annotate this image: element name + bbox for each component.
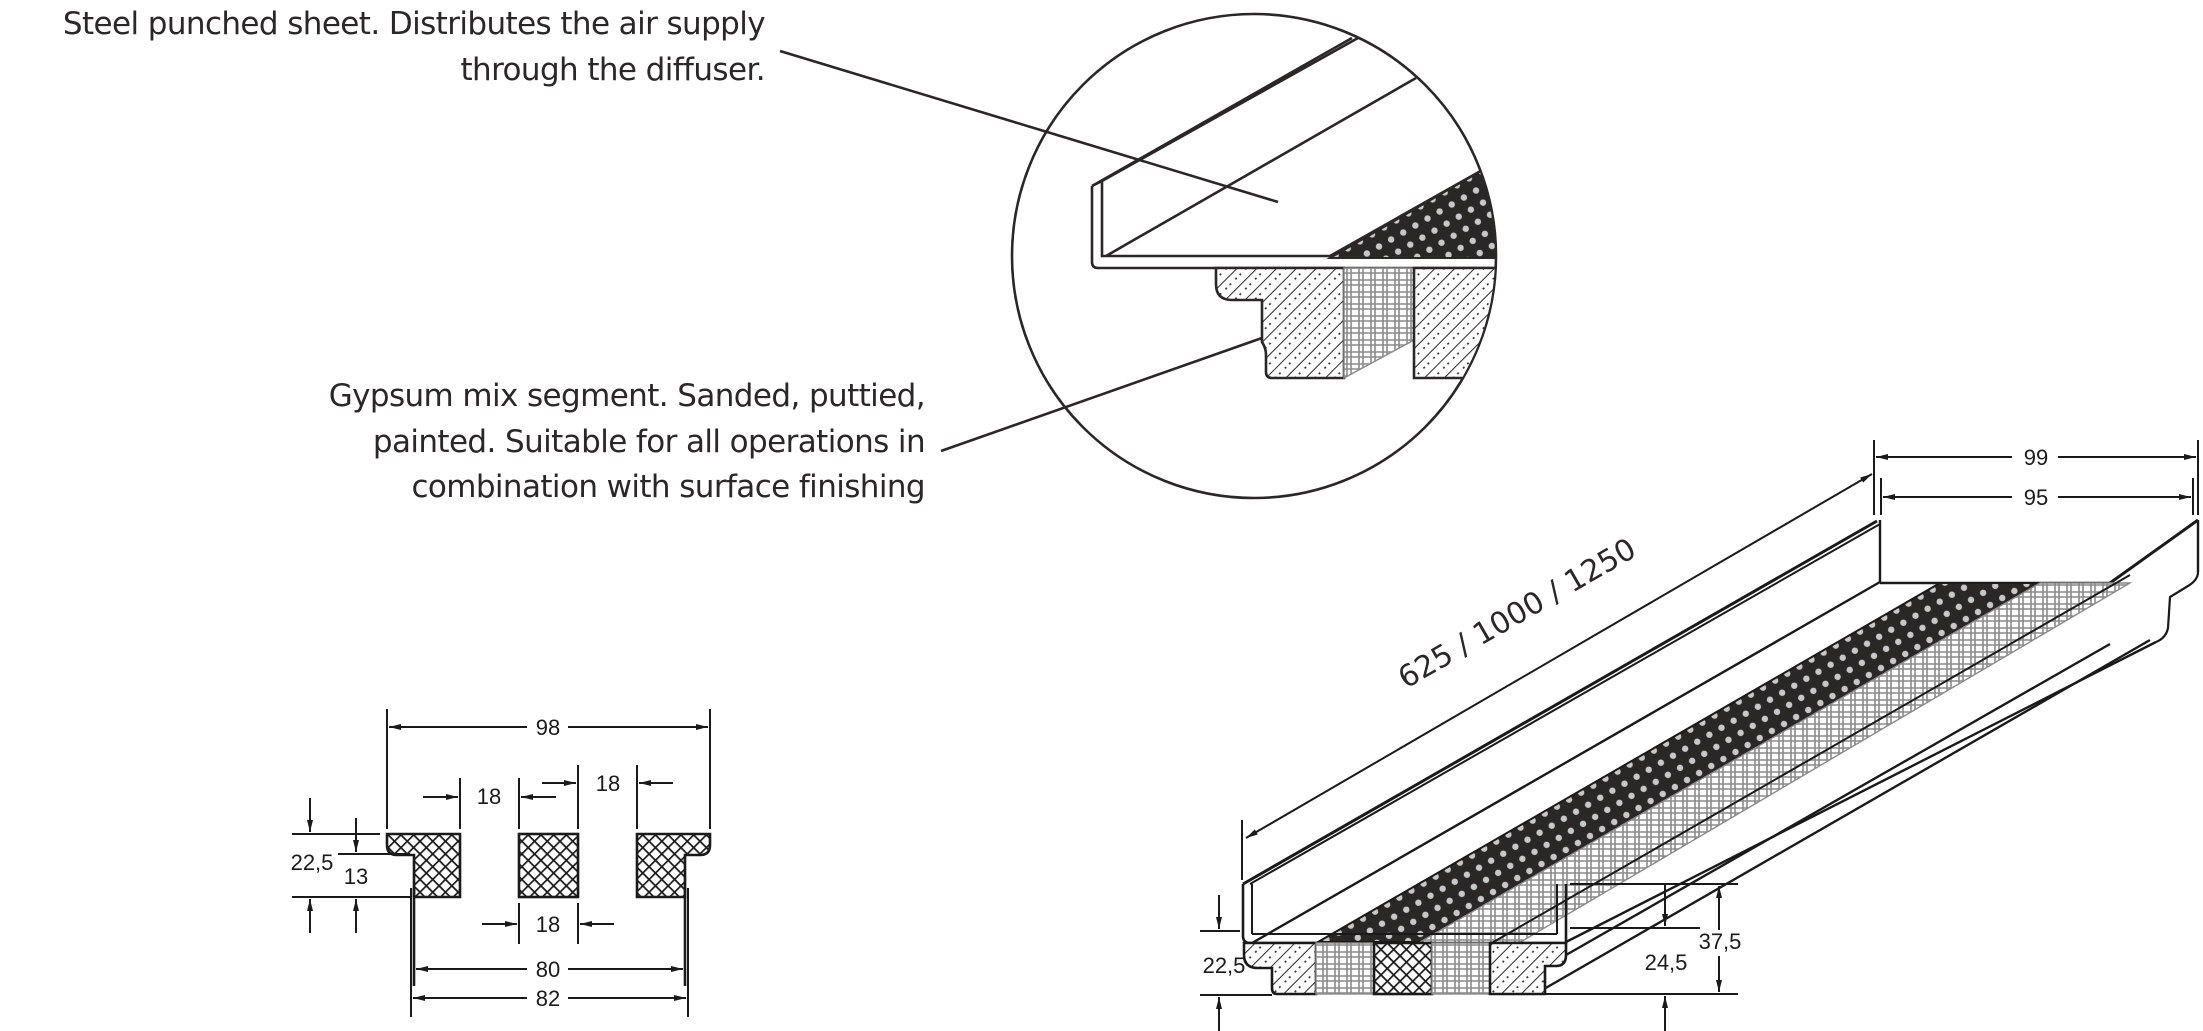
steel-sheet-leader-line (779, 49, 1279, 204)
steel-sheet-callout-line2: through the diffuser. (460, 51, 765, 88)
dim-flange-height: 13 (344, 864, 368, 889)
dim-overall-width: 98 (536, 715, 560, 740)
front-gypsum-right (1488, 941, 1568, 996)
dim-opening-right: 18 (596, 771, 620, 796)
profile-right (635, 832, 712, 899)
dim-iso-inner-width: 95 (2024, 485, 2048, 510)
dim-inner-width: 80 (536, 957, 560, 982)
cross-section-drawing: 98 18 18 18 80 82 22,5 (291, 709, 712, 1017)
dim-iso-outer-width: 99 (2024, 445, 2048, 470)
gypsum-callout-line2: painted. Suitable for all operations in (372, 423, 926, 460)
dim-length: 625 / 1000 / 1250 (1392, 532, 1642, 696)
dim-iso-segment-height: 22,5 (1203, 953, 1246, 978)
dim-outer-width: 82 (536, 986, 560, 1011)
profile-left (385, 832, 462, 899)
isometric-drawing: 625 / 1000 / 1250 99 95 22,5 24,5 37,5 (1200, 440, 2200, 1031)
dim-iso-channel-depth: 24,5 (1645, 950, 1688, 975)
front-mesh-left (1315, 942, 1375, 995)
dim-center-block: 18 (536, 912, 560, 937)
steel-sheet-callout: Steel punched sheet. Distributes the air… (62, 2, 766, 93)
profile-center (517, 832, 580, 899)
gypsum-callout-line1: Gypsum mix segment. Sanded, puttied, (328, 378, 926, 414)
front-gypsum-left (1242, 941, 1318, 996)
front-center-block (1372, 941, 1434, 996)
dim-total-height: 22,5 (291, 850, 334, 875)
gypsum-segment-callout: Gypsum mix segment. Sanded, puttied, pai… (328, 374, 926, 511)
gypsum-leader-line (940, 336, 1263, 453)
gypsum-segment-left (1214, 266, 1346, 380)
front-mesh-right (1431, 942, 1491, 995)
perforated-sheet-strip (1314, 582, 2044, 943)
gypsum-callout-line3: combination with surface finishing (411, 469, 925, 505)
steel-sheet-callout-line1: Steel punched sheet. Distributes the air… (62, 6, 766, 42)
detail-circle (1010, 12, 1498, 500)
dim-opening-left: 18 (477, 784, 501, 809)
dim-iso-total-height: 37,5 (1699, 929, 1742, 954)
mesh-block (1343, 267, 1415, 380)
